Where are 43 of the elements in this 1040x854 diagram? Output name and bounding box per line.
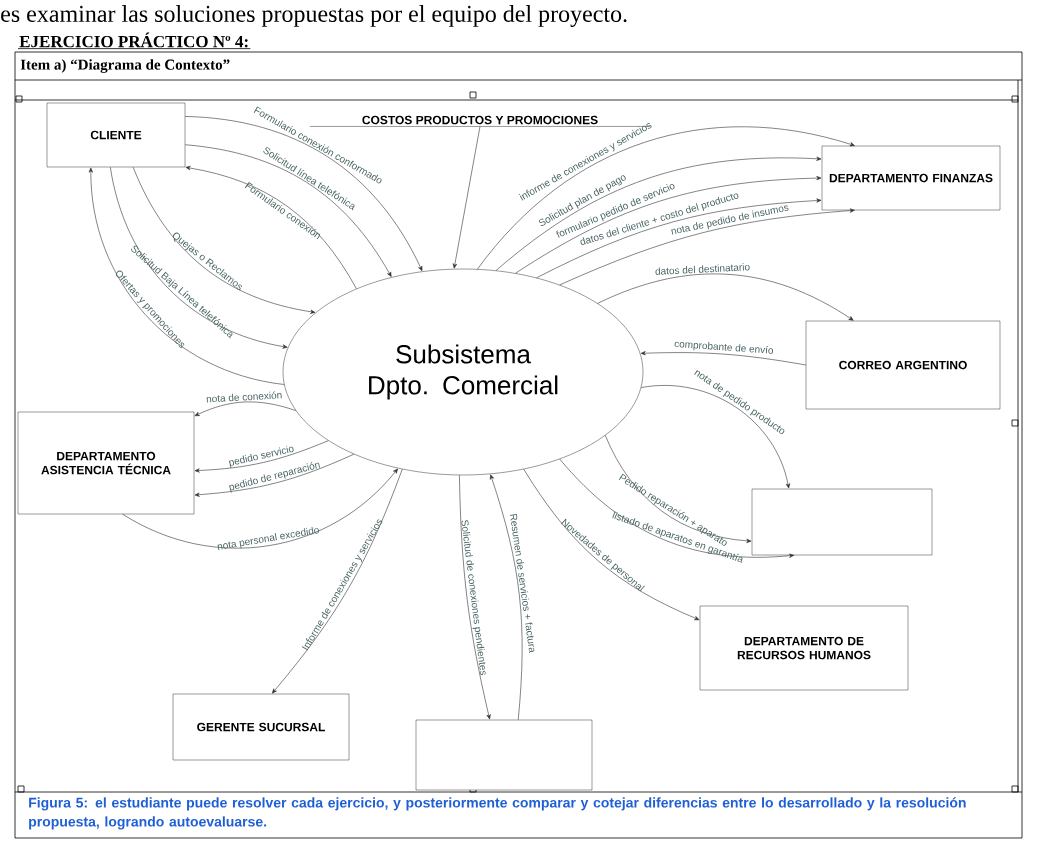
entity-box: GERENTE SUCURSAL [172, 693, 350, 761]
arrow [597, 273, 854, 321]
edge-label: Resumen de servicios + factura [509, 513, 535, 654]
entity-box: DEPARTAMENTO DE RECURSOS HUMANOS [699, 605, 909, 691]
arrow [185, 165, 357, 290]
arrow [523, 468, 700, 621]
arrow [559, 208, 855, 286]
arrow [640, 351, 807, 366]
edge-label: datos del destinatario [655, 263, 750, 275]
edge-label: comprobante de envío [674, 341, 774, 354]
arrow [515, 176, 822, 274]
arrow [452, 126, 481, 269]
arrow [459, 474, 491, 720]
arrow [477, 126, 855, 270]
arrow [122, 468, 398, 549]
section-heading: Item a) “Diagrama de Contexto” [20, 59, 230, 73]
arrow [88, 167, 285, 385]
entity-box: DEPARTAMENTO FINANZAS [821, 145, 1001, 211]
arrow [194, 401, 297, 417]
arrow [184, 144, 392, 277]
title: EJERCICIO PRÁCTICO Nº 4: [17, 32, 251, 49]
arrow [536, 198, 822, 279]
edge-label: Solicitud de conexiones pendientes [461, 520, 486, 676]
entity-box: CORREO ARGENTINO [805, 320, 1001, 410]
arrow [194, 453, 355, 497]
arrow [110, 166, 288, 349]
entity-box: CLIENTE [46, 102, 186, 168]
arrow [495, 156, 822, 271]
edge-label: nota personal excedido [217, 526, 319, 550]
process-box [415, 719, 593, 791]
arrow [184, 116, 423, 272]
arrow [272, 468, 403, 694]
edge-label: nota de conexión [206, 391, 282, 403]
arrow [489, 474, 523, 721]
arrow [559, 458, 795, 558]
arrow [132, 166, 316, 314]
body-text: es examinar las soluciones propuestas por el equipo del proyecto. [1, 5, 627, 27]
figure-caption: Figura 5: el estudiante puede resolver cada ejercicio, y posteriormente comparar y cotejar diferencias entre lo desarrollado y la resolución propuesta, logrando autoevaluarse. [29, 797, 966, 830]
arrow [640, 385, 790, 489]
arrow [604, 435, 752, 543]
arrow [194, 440, 329, 473]
process-box [751, 488, 933, 556]
entity-box: DEPARTAMENTO ASISTENCIA TÉCNICA [17, 411, 195, 515]
